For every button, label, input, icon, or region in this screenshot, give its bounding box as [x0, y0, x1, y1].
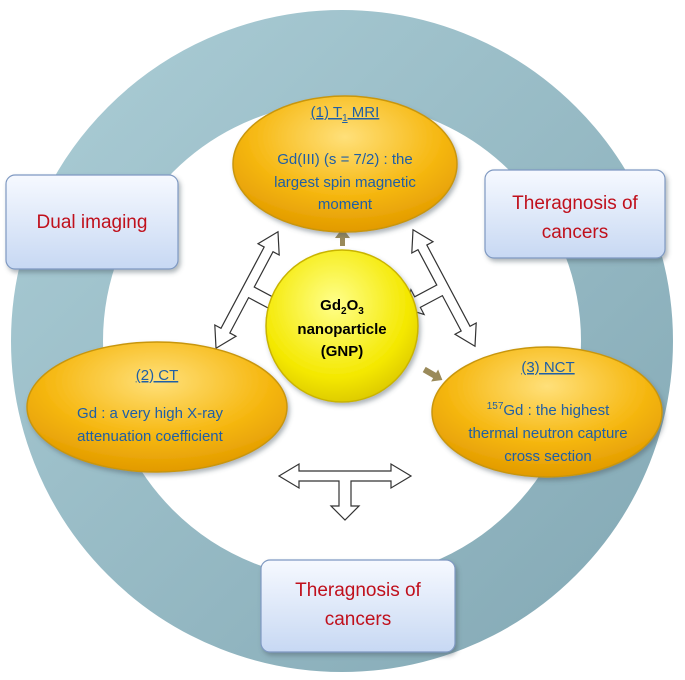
arrow-mri-ct [214, 230, 287, 350]
ct-line-1: Gd : a very high X-ray [77, 405, 223, 422]
center-circle [265, 249, 419, 403]
ct-title: (2) CT [136, 367, 179, 384]
mri-line-2: largest spin magnetic [274, 174, 416, 191]
center-line2: nanoparticle [297, 321, 386, 338]
ct-line-2: attenuation coefficient [77, 428, 223, 445]
ct-ellipse [26, 341, 288, 473]
mri-line-1: Gd(III) (s = 7/2) : the [277, 151, 412, 168]
nct-line-2: thermal neutron capture [468, 425, 627, 442]
nct-title: (3) NCT [521, 359, 574, 376]
small-arrow-right [422, 366, 443, 382]
arrow-mri-nct [404, 228, 477, 348]
nct-ellipse [431, 346, 663, 478]
theragnosis-bottom-box [260, 559, 456, 653]
theragnosis-right-box [484, 169, 666, 259]
theragnosis-bottom-line-2: cancers [325, 609, 392, 630]
arrow-ct-nct [277, 462, 413, 521]
center-formula: Gd2O3 [320, 297, 364, 317]
nct-line-3: cross section [504, 448, 592, 465]
center-line3: (GNP) [321, 343, 364, 360]
dual-imaging-box [5, 174, 179, 270]
mri-ellipse [232, 95, 458, 233]
theragnosis-right-line-1: Theragnosis of [512, 193, 638, 214]
mri-title: (1) T1 MRI [311, 104, 380, 124]
mri-line-3: moment [318, 196, 373, 213]
small-arrow-up [335, 228, 350, 246]
theragnosis-right-line-2: cancers [542, 222, 609, 243]
theragnosis-bottom-line-1: Theragnosis of [295, 580, 421, 601]
nct-line-1: 157Gd : the highest [487, 401, 610, 419]
dual-imaging-label: Dual imaging [37, 212, 148, 233]
